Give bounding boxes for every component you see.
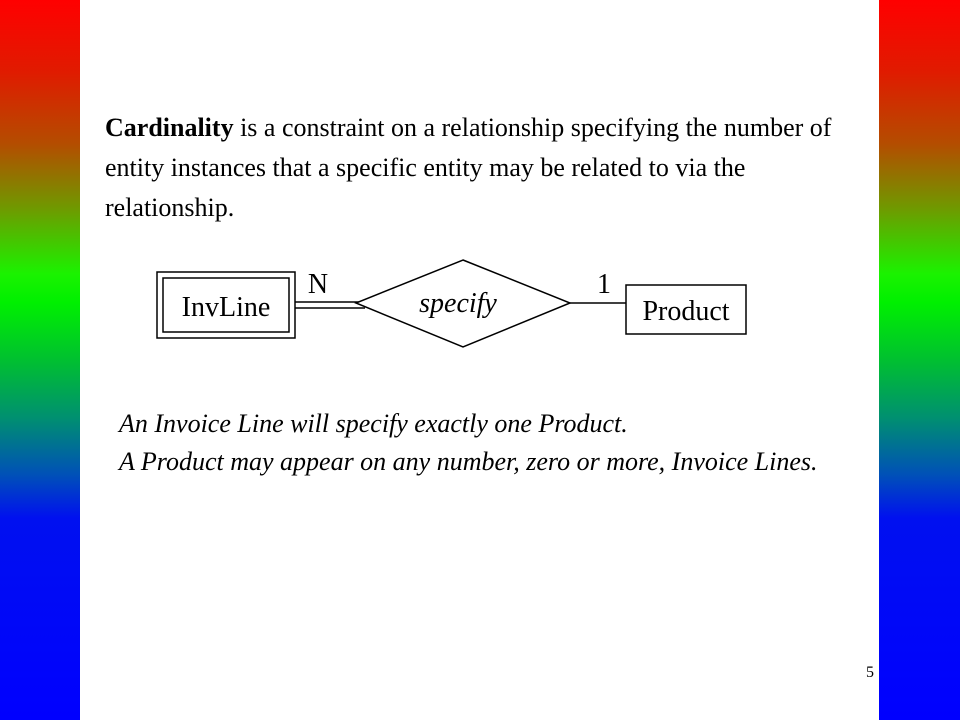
left-gradient-bar: [0, 0, 80, 720]
cardinality-definition: Cardinality is a constraint on a relatio…: [105, 108, 865, 228]
entity-invline: InvLine: [156, 271, 296, 339]
relationship-diamond: [354, 259, 572, 348]
definition-term: Cardinality: [105, 113, 234, 142]
cardinality-explanation: An Invoice Line will specify exactly one…: [119, 405, 859, 481]
entity-product: Product: [625, 284, 747, 335]
explanation-line-1: An Invoice Line will specify exactly one…: [119, 409, 628, 438]
entity-invline-inner-box: [162, 277, 290, 333]
entity-product-box: [625, 284, 747, 335]
explanation-line-2: A Product may appear on any number, zero…: [119, 447, 818, 476]
entity-product-label: Product: [642, 296, 729, 327]
right-gradient-bar: [879, 0, 960, 720]
cardinality-n-label: N: [308, 269, 328, 300]
page-number: 5: [866, 664, 874, 681]
relationship-specify: specify: [354, 259, 572, 348]
relationship-label: specify: [419, 288, 497, 319]
entity-invline-label: InvLine: [182, 292, 271, 323]
cardinality-1-label: 1: [597, 269, 611, 300]
entity-invline-outer-box: [156, 271, 296, 339]
definition-text: is a constraint on a relationship specif…: [105, 113, 832, 222]
